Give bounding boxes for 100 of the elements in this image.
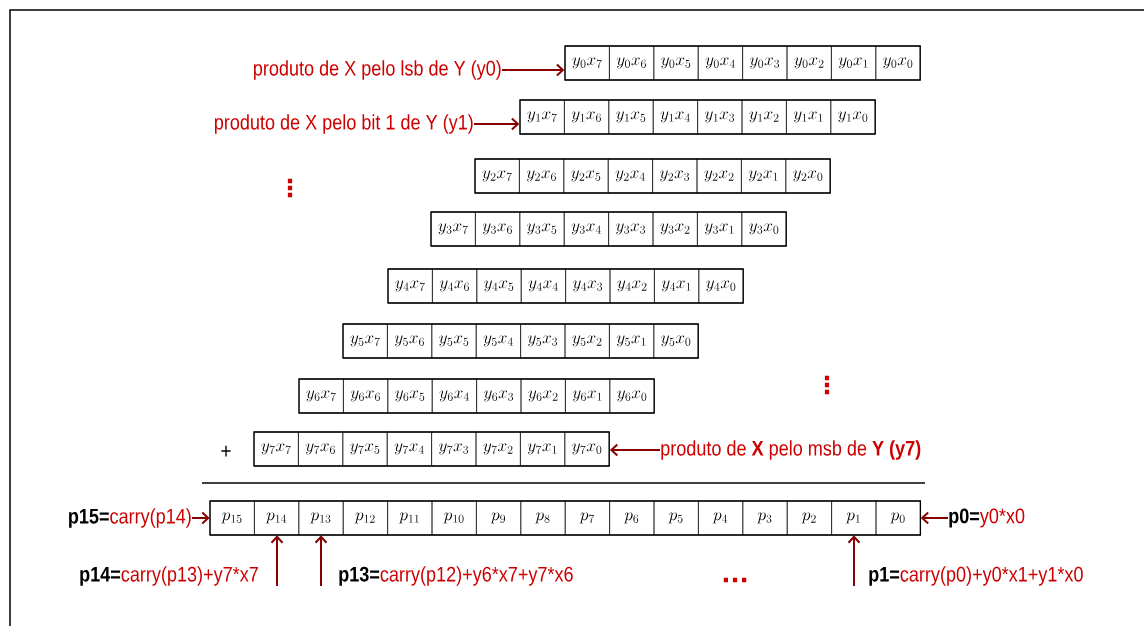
arrow xyxy=(501,63,565,77)
bit-cell: $y_3x_6$ xyxy=(475,211,521,247)
bit-cell: $p_1$ xyxy=(831,500,877,536)
bit-cell: $y_4x_3$ xyxy=(565,268,611,304)
bit-cell: $y_6x_2$ xyxy=(520,378,566,414)
bit-cell: $y_4x_4$ xyxy=(520,268,566,304)
bit-cell: $y_3x_1$ xyxy=(697,211,743,247)
bit-cell: $y_2x_4$ xyxy=(607,158,653,194)
bit-cell: $p_{14}$ xyxy=(254,500,300,536)
bit-cell: $y_1x_2$ xyxy=(741,99,787,135)
bit-cell: $y_2x_5$ xyxy=(563,158,609,194)
bit-cell: $y_0x_0$ xyxy=(875,45,921,81)
bit-cell: $y_4x_7$ xyxy=(387,268,433,304)
bit-cell: $y_2x_1$ xyxy=(741,158,787,194)
bit-cell: $y_7x_0$ xyxy=(564,431,610,467)
bit-cell: $y_5x_5$ xyxy=(431,323,477,359)
bit-cell: $y_2x_0$ xyxy=(785,158,831,194)
arrow xyxy=(314,535,328,587)
bit-cell: $p_4$ xyxy=(698,500,744,536)
bit-cell: $p_6$ xyxy=(609,500,655,536)
bit-cell: $y_6x_7$ xyxy=(298,378,344,414)
annotation-text: produto de X pelo msb de Y (y7) xyxy=(661,440,921,460)
bit-cell: $y_5x_4$ xyxy=(475,323,521,359)
bit-cell: $p_8$ xyxy=(520,500,566,536)
arrow xyxy=(473,117,520,131)
bit-cell: $y_1x_3$ xyxy=(697,99,743,135)
bit-cell: $y_7x_2$ xyxy=(475,431,521,467)
bit-cell: $y_0x_5$ xyxy=(653,45,699,81)
bit-cell: $y_6x_4$ xyxy=(431,378,477,414)
bit-cell: $y_4x_2$ xyxy=(609,268,655,304)
bit-cell: $y_6x_6$ xyxy=(343,378,389,414)
bit-cell: $y_1x_6$ xyxy=(564,99,610,135)
bit-cell: $y_2x_3$ xyxy=(652,158,698,194)
bit-cell: $p_{11}$ xyxy=(387,500,433,536)
bit-cell: $y_5x_1$ xyxy=(609,323,655,359)
bit-cell: $y_7x_7$ xyxy=(253,431,299,467)
bit-cell: $y_1x_0$ xyxy=(830,99,876,135)
bit-cell: $p_5$ xyxy=(653,500,699,536)
bit-cell: $p_9$ xyxy=(476,500,522,536)
arrow xyxy=(920,511,949,525)
bit-cell: $y_6x_5$ xyxy=(387,378,433,414)
annotation-text: p1=carry(p0)+y0*x1+y1*x0 xyxy=(869,566,1083,586)
bit-cell: $y_3x_3$ xyxy=(608,211,654,247)
arrow xyxy=(191,511,210,525)
bit-cell: $y_5x_3$ xyxy=(520,323,566,359)
bit-cell: $y_7x_1$ xyxy=(520,431,566,467)
bit-cell: $y_3x_5$ xyxy=(519,211,565,247)
vertical-ellipsis: ⋮ xyxy=(287,178,293,198)
bit-cell: $y_3x_4$ xyxy=(563,211,609,247)
arrow xyxy=(847,535,861,587)
bit-cell: $y_7x_4$ xyxy=(386,431,432,467)
bit-cell: $y_5x_0$ xyxy=(653,323,699,359)
bit-cell: $p_7$ xyxy=(564,500,610,536)
vertical-ellipsis: ⋮ xyxy=(824,375,830,395)
annotation-text: produto de X pelo lsb de Y (y0) xyxy=(254,60,501,80)
ellipsis: ... xyxy=(723,577,747,583)
bit-cell: $y_4x_5$ xyxy=(476,268,522,304)
annotation-text: p0=y0*x0 xyxy=(949,508,1025,528)
bit-cell: $p_3$ xyxy=(742,500,788,536)
plus-sign: + xyxy=(221,445,231,457)
bit-cell: $y_0x_3$ xyxy=(742,45,788,81)
bit-cell: $y_2x_2$ xyxy=(696,158,742,194)
bit-cell: $p_{13}$ xyxy=(298,500,344,536)
bit-cell: $y_3x_0$ xyxy=(741,211,787,247)
bit-cell: $y_2x_7$ xyxy=(474,158,520,194)
bit-cell: $p_0$ xyxy=(875,500,921,536)
bit-cell: $p_{15}$ xyxy=(209,500,255,536)
annotation-text: p13=carry(p12)+y6*x7+y7*x6 xyxy=(339,566,573,586)
bit-cell: $y_7x_3$ xyxy=(431,431,477,467)
arrow xyxy=(270,535,284,587)
bit-cell: $y_1x_7$ xyxy=(519,99,565,135)
bit-cell: $y_5x_7$ xyxy=(342,323,388,359)
bit-cell: $y_1x_4$ xyxy=(652,99,698,135)
bit-cell: $p_{10}$ xyxy=(431,500,477,536)
bit-cell: $y_5x_6$ xyxy=(387,323,433,359)
bit-cell: $y_6x_1$ xyxy=(565,378,611,414)
bit-cell: $y_4x_0$ xyxy=(698,268,744,304)
annotation-text: produto de X pelo bit 1 de Y (y1) xyxy=(214,114,473,134)
bit-cell: $y_3x_2$ xyxy=(652,211,698,247)
annotation-text: p15=carry(p14) xyxy=(69,508,191,528)
bit-cell: $y_7x_5$ xyxy=(342,431,388,467)
bit-cell: $y_0x_2$ xyxy=(786,45,832,81)
bit-cell: $y_1x_5$ xyxy=(608,99,654,135)
bit-cell: $p_{12}$ xyxy=(342,500,388,536)
bit-cell: $y_0x_7$ xyxy=(564,45,610,81)
annotation-text: p14=carry(p13)+y7*x7 xyxy=(80,566,258,586)
bit-cell: $y_4x_6$ xyxy=(432,268,478,304)
bit-cell: $y_0x_4$ xyxy=(697,45,743,81)
bit-cell: $y_6x_0$ xyxy=(609,378,655,414)
bit-cell: $y_0x_1$ xyxy=(831,45,877,81)
bit-cell: $y_1x_1$ xyxy=(786,99,832,135)
arrow xyxy=(609,443,661,457)
bit-cell: $y_6x_3$ xyxy=(476,378,522,414)
bit-cell: $y_4x_1$ xyxy=(654,268,700,304)
bit-cell: $p_2$ xyxy=(786,500,832,536)
bit-cell: $y_7x_6$ xyxy=(298,431,344,467)
bit-cell: $y_5x_2$ xyxy=(564,323,610,359)
bit-cell: $y_2x_6$ xyxy=(519,158,565,194)
bit-cell: $y_0x_6$ xyxy=(609,45,655,81)
bit-cell: $y_3x_7$ xyxy=(430,211,476,247)
